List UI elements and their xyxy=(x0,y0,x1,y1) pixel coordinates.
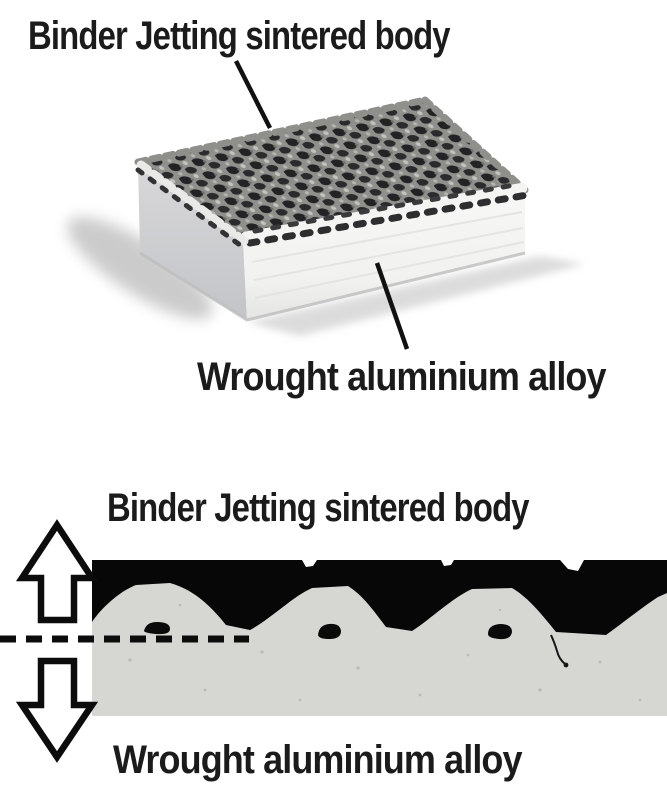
bottom-sintered-label: Binder Jetting sintered body xyxy=(107,486,530,530)
block-shadow xyxy=(67,216,213,320)
top-sintered-label: Binder Jetting sintered body xyxy=(28,14,451,58)
micrograph-crack xyxy=(550,634,566,665)
block-left-face xyxy=(138,162,247,320)
leader-line-sintered xyxy=(233,59,273,130)
micrograph-pores xyxy=(144,622,512,640)
top-wrought-label: Wrought aluminium alloy xyxy=(197,355,607,399)
micrograph-speckles xyxy=(128,603,642,702)
down-arrow-icon xyxy=(15,657,99,763)
face-streaks xyxy=(251,211,525,299)
leader-line-wrought xyxy=(374,262,410,350)
lattice-silhouette xyxy=(134,96,529,194)
bottom-wrought-label: Wrought aluminium alloy xyxy=(113,738,523,782)
crack-tip xyxy=(563,662,569,668)
up-arrow-icon xyxy=(15,519,99,624)
block-shadow-right xyxy=(247,256,585,336)
block-bottom-edge xyxy=(139,251,526,322)
interface-profile xyxy=(92,583,667,716)
micrograph-top-notches xyxy=(302,560,584,571)
lattice-fringe xyxy=(135,160,531,248)
micrograph xyxy=(92,560,667,716)
block-illustration xyxy=(67,59,585,350)
